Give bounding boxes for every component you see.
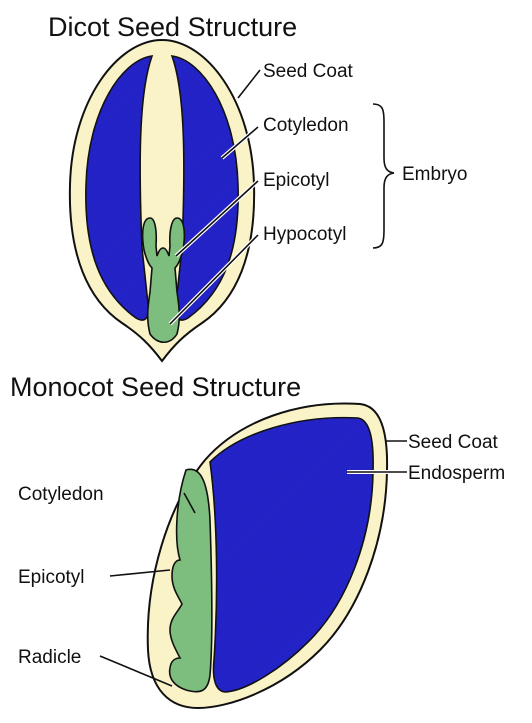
dicot-label-epicotyl: Epicotyl [263, 170, 330, 191]
dicot-label-cotyledon: Cotyledon [263, 115, 349, 136]
dicot-label-hypocotyl: Hypocotyl [263, 224, 346, 245]
monocot-label-radicle: Radicle [18, 647, 81, 668]
dicot-label-seed-coat: Seed Coat [263, 61, 354, 82]
monocot-embryo [170, 469, 212, 691]
leader-dicot-seed-coat [238, 70, 260, 98]
embryo-brace [373, 104, 394, 248]
dicot-title: Dicot Seed Structure [48, 12, 297, 42]
monocot-label-epicotyl: Epicotyl [18, 567, 85, 588]
monocot-section: Monocot Seed Structure Seed Coat Endospe… [10, 372, 505, 708]
monocot-label-seed-coat: Seed Coat [408, 432, 499, 453]
monocot-label-endosperm: Endosperm [408, 463, 505, 484]
dicot-label-embryo: Embryo [402, 164, 467, 185]
dicot-section: Dicot Seed Structure Seed Coat Cotyledon… [48, 12, 467, 361]
monocot-title: Monocot Seed Structure [10, 372, 301, 402]
monocot-label-cotyledon: Cotyledon [18, 484, 104, 505]
